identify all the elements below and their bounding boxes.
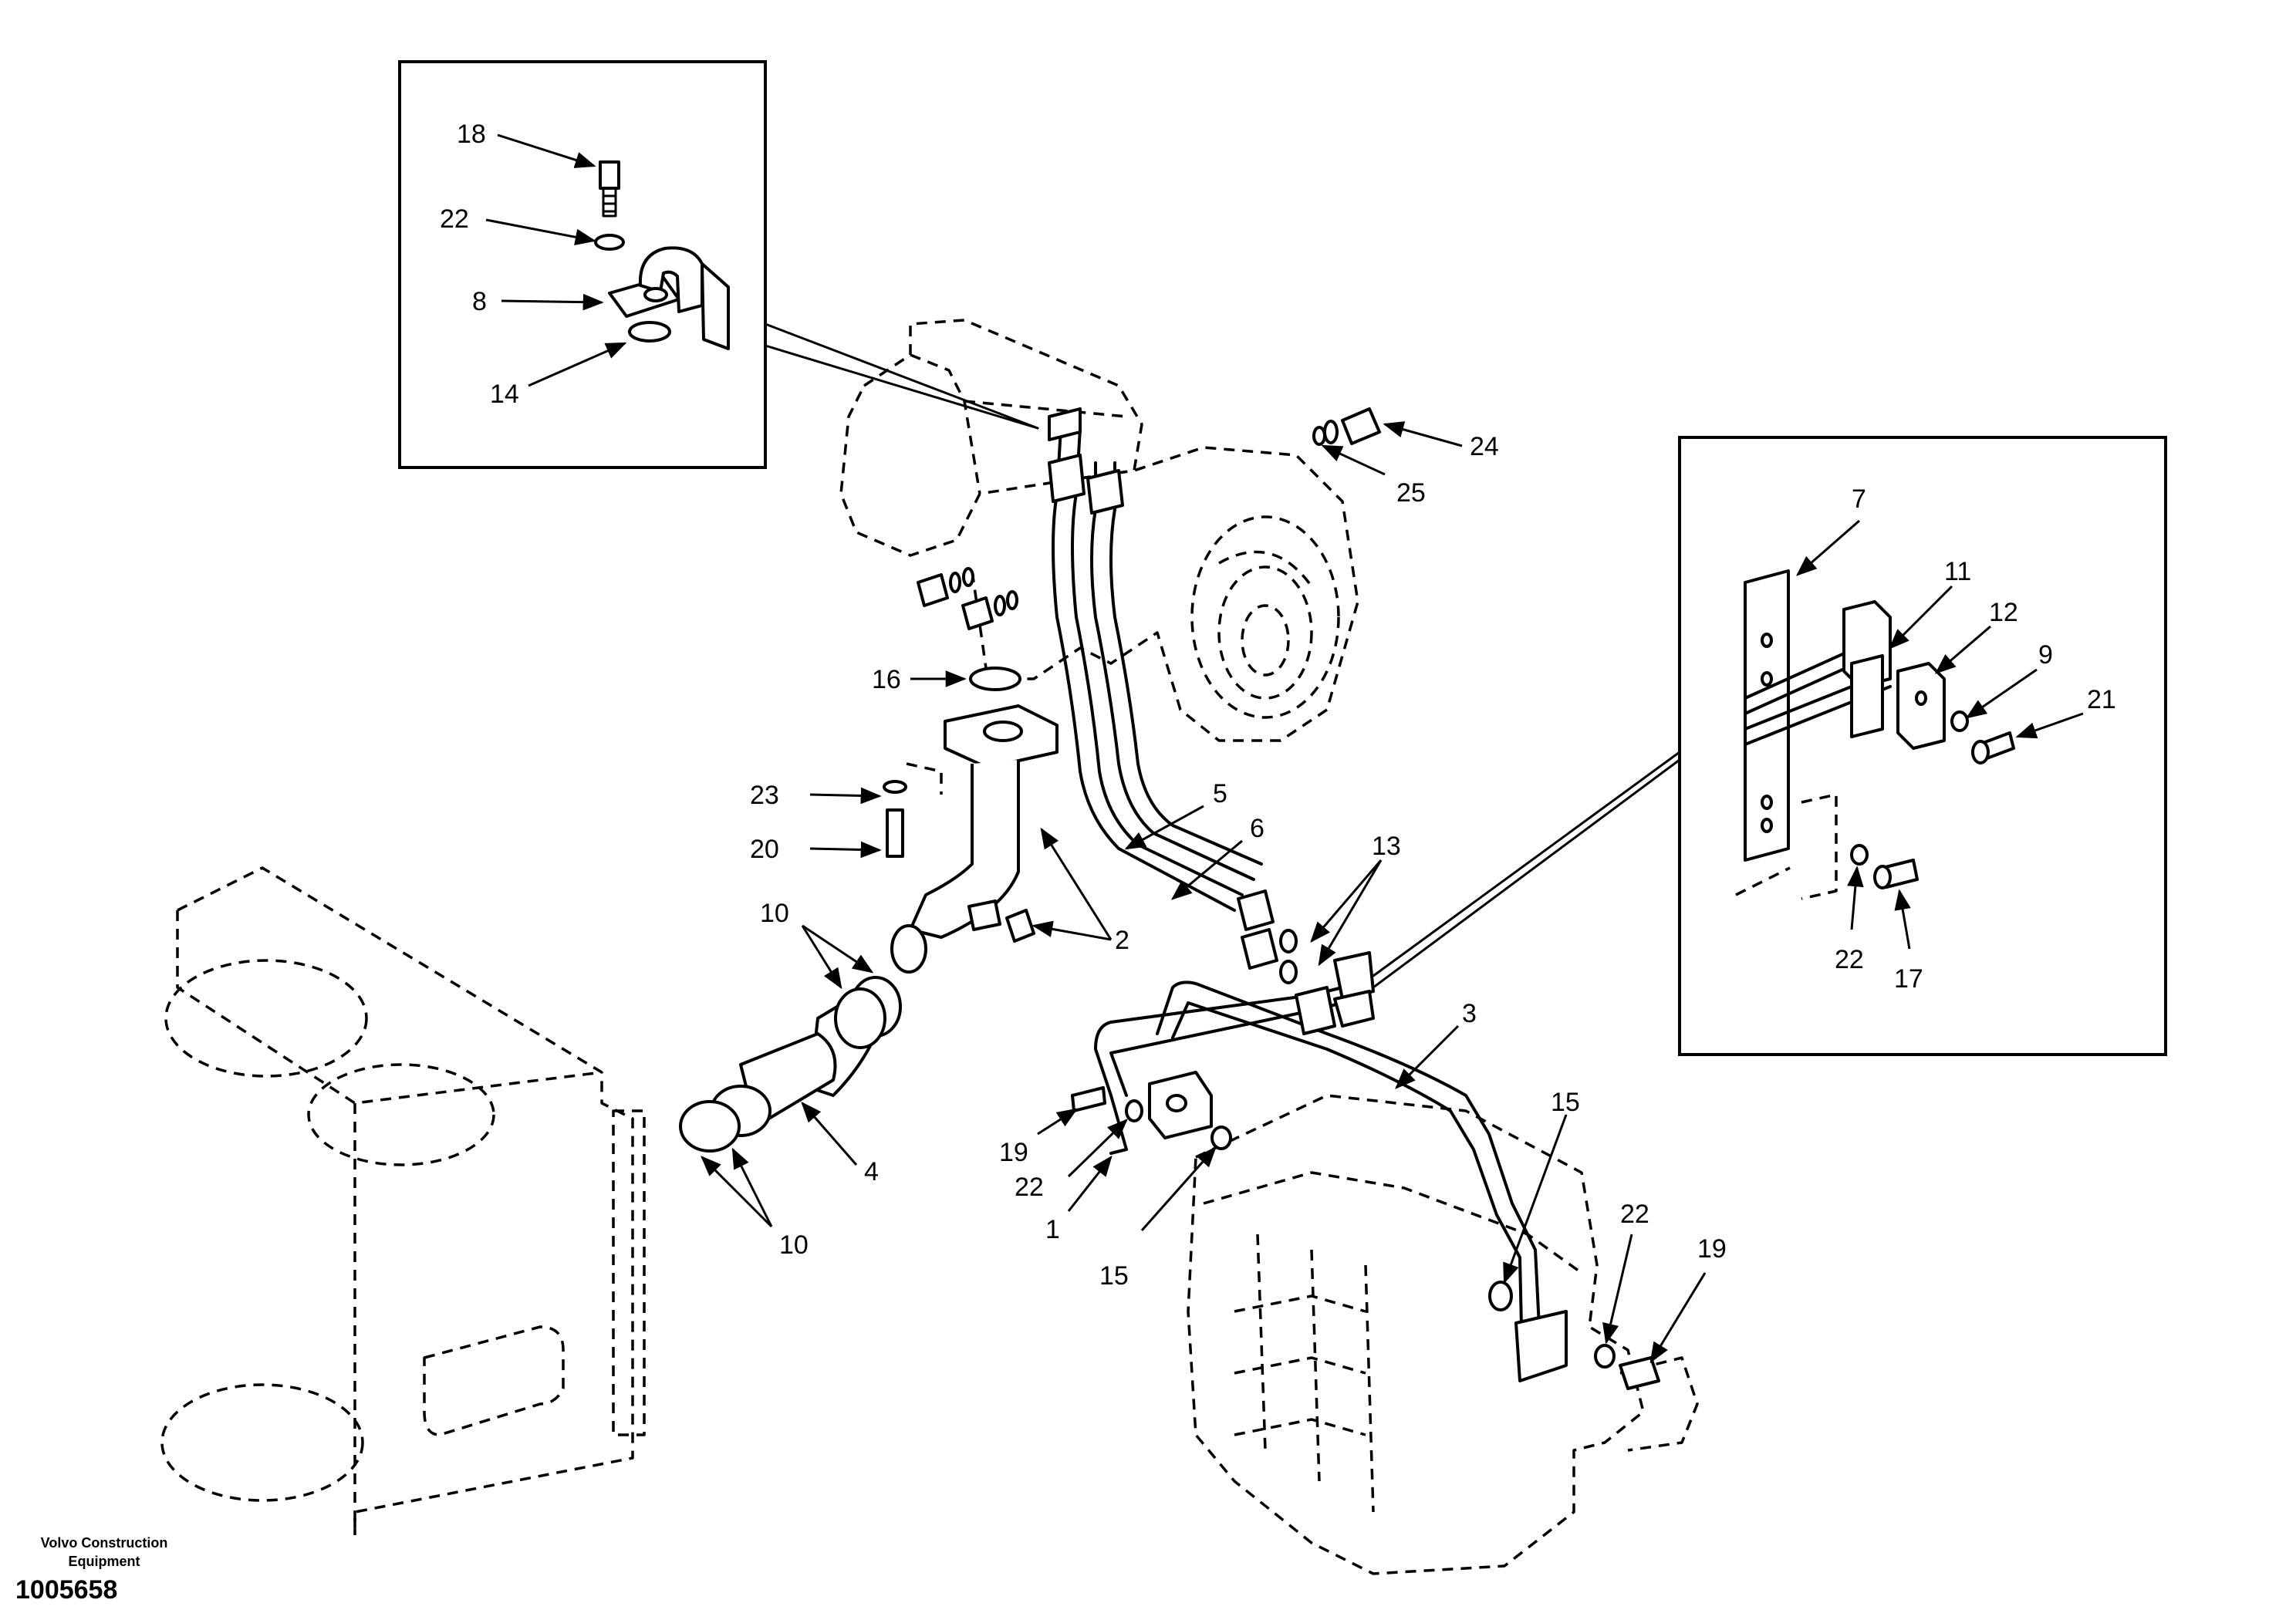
- fitting-8-part: [608, 246, 730, 350]
- callout-3: 3: [1462, 999, 1477, 1028]
- callout-22-left: 22: [1015, 1173, 1044, 1202]
- callout-16: 16: [872, 665, 901, 694]
- callout-24: 24: [1470, 432, 1499, 461]
- callout-15-lower: 15: [1099, 1261, 1129, 1291]
- pump-port-fittings: [917, 407, 1381, 630]
- suction-pipe-2: [883, 667, 1059, 974]
- washer-9-part: [1950, 710, 1969, 732]
- hoses-5-6: [1048, 407, 1298, 984]
- callout-22-top-box: 22: [440, 204, 469, 234]
- callout-20: 20: [750, 835, 779, 864]
- washer-22-right-part: [1850, 844, 1869, 866]
- callout-11: 11: [1944, 557, 1971, 586]
- oring-15-left-part: [1210, 1126, 1232, 1150]
- bolt-20-part: [886, 808, 904, 858]
- callout-10-lower: 10: [779, 1230, 809, 1260]
- callout-14: 14: [490, 380, 519, 409]
- brand-label: Volvo Construction Equipment: [15, 1534, 193, 1571]
- bolt-21-part: [1971, 731, 2015, 764]
- oring-16-part: [969, 667, 1021, 691]
- callout-6: 6: [1250, 814, 1264, 843]
- oring-13a-part: [1279, 929, 1298, 953]
- callout-labels: 18 22 8 14 24 25 16 23 20 10 2 5 6 13 4 …: [440, 120, 2116, 1291]
- washer-23-part: [883, 780, 907, 794]
- hose-4-clamps-10: [679, 976, 902, 1153]
- callout-7: 7: [1852, 484, 1866, 514]
- callout-23: 23: [750, 781, 779, 810]
- bolt-19-right-part: [1619, 1356, 1660, 1390]
- callout-arrows: [485, 133, 2084, 1364]
- engine-outline: [160, 866, 646, 1535]
- flange-3-part: [1514, 1310, 1568, 1382]
- washer-22-bottom-part: [1594, 1344, 1616, 1369]
- callout-15-upper: 15: [1551, 1088, 1580, 1117]
- oring-15-right-part: [1488, 1281, 1513, 1311]
- callout-2: 2: [1115, 926, 1129, 955]
- washer-22-left-part: [1125, 1099, 1143, 1122]
- callout-10-upper: 10: [760, 899, 789, 928]
- oring-25-part: [1312, 426, 1326, 446]
- callout-22-right-box: 22: [1835, 945, 1864, 974]
- bracket-7-part: [1744, 569, 1790, 862]
- callout-12: 12: [1989, 598, 2018, 627]
- washer-22-part: [594, 234, 625, 251]
- callout-19-left: 19: [999, 1138, 1028, 1167]
- figure-number: 1005658: [15, 1575, 118, 1605]
- callout-22-bottom-right: 22: [1620, 1200, 1649, 1229]
- callout-4: 4: [864, 1157, 879, 1186]
- bolt-17-part: [1873, 859, 1919, 889]
- pipes-1-3: [1071, 951, 1660, 1390]
- brand-line-2: Equipment: [68, 1554, 140, 1569]
- callout-18: 18: [457, 120, 486, 149]
- callout-5: 5: [1213, 779, 1227, 808]
- callout-17: 17: [1894, 964, 1923, 994]
- control-valve-outline: [1187, 1094, 1699, 1575]
- fitting-24-part: [1341, 407, 1381, 445]
- callout-8: 8: [472, 287, 487, 316]
- oring-14-part: [628, 321, 671, 343]
- oring-13b-part: [1279, 960, 1298, 984]
- bolt-19-left-part: [1071, 1086, 1106, 1112]
- callout-25: 25: [1396, 478, 1426, 508]
- detail-box-right: [1372, 436, 2167, 1056]
- bolt-18-part: [599, 160, 620, 218]
- callout-1: 1: [1045, 1215, 1060, 1244]
- brand-line-1: Volvo Construction: [40, 1535, 168, 1551]
- callout-13: 13: [1372, 832, 1401, 861]
- detail-box-top-left: [398, 60, 1039, 469]
- callout-21: 21: [2087, 685, 2116, 714]
- callout-19-right: 19: [1697, 1234, 1727, 1264]
- callout-9: 9: [2038, 640, 2053, 670]
